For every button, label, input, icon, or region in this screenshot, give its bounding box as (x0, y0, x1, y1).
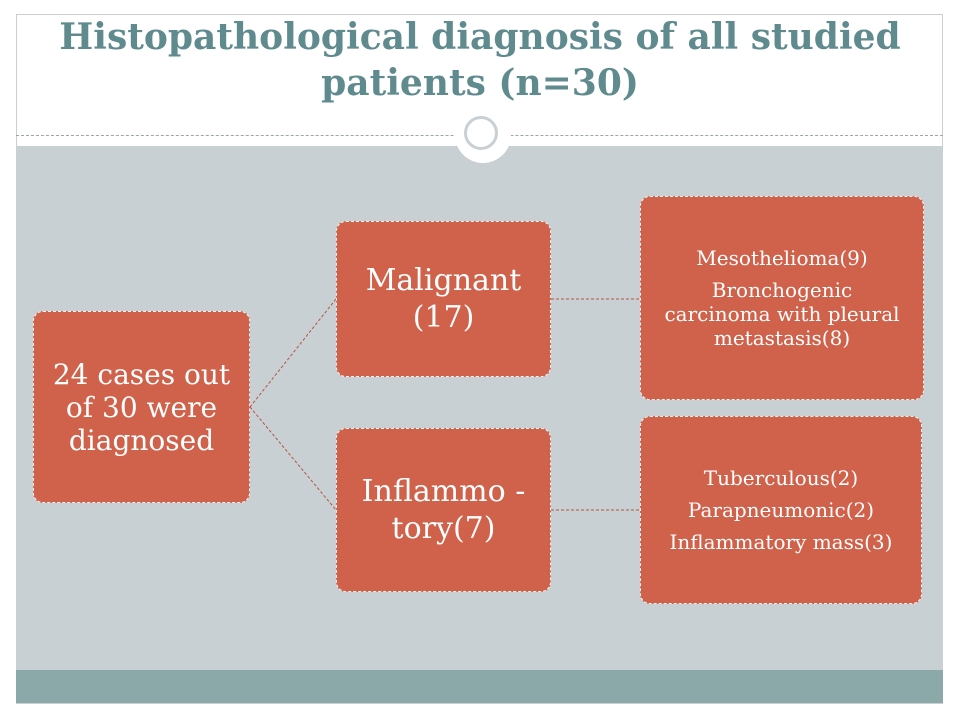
slide-title: Histopathological diagnosis of all studi… (59, 16, 901, 104)
malignant-node: Malignant (17) (336, 221, 551, 377)
divider-ring-icon (464, 116, 498, 150)
inflammatory-details-node: Tuberculous(2) Parapneumonic(2) Inflamma… (640, 416, 922, 604)
footer-band (16, 670, 943, 703)
detail-item-parapneumonic: Parapneumonic(2) (687, 498, 875, 522)
malignant-details-node: Mesothelioma(9) Bronchogenic carcinoma w… (640, 196, 924, 400)
root-node: 24 cases out of 30 were diagnosed (33, 311, 250, 503)
connector-root-malignant (249, 298, 337, 408)
detail-item-inflammatory-mass: Inflammatory mass(3) (669, 530, 893, 554)
malignant-node-label: Malignant (17) (365, 263, 522, 335)
detail-item-mesothelioma: Mesothelioma(9) (696, 246, 868, 270)
inflammatory-node-label: Inflammo -tory(7) (361, 474, 526, 546)
root-node-label: 24 cases out of 30 were diagnosed (52, 357, 231, 457)
detail-item-tuberculous: Tuberculous(2) (703, 466, 859, 490)
connector-root-inflammatory (249, 406, 337, 511)
inflammatory-node: Inflammo -tory(7) (336, 428, 551, 592)
detail-item-bronchogenic-carcinoma: Bronchogenic carcinoma with pleural meta… (664, 278, 900, 350)
